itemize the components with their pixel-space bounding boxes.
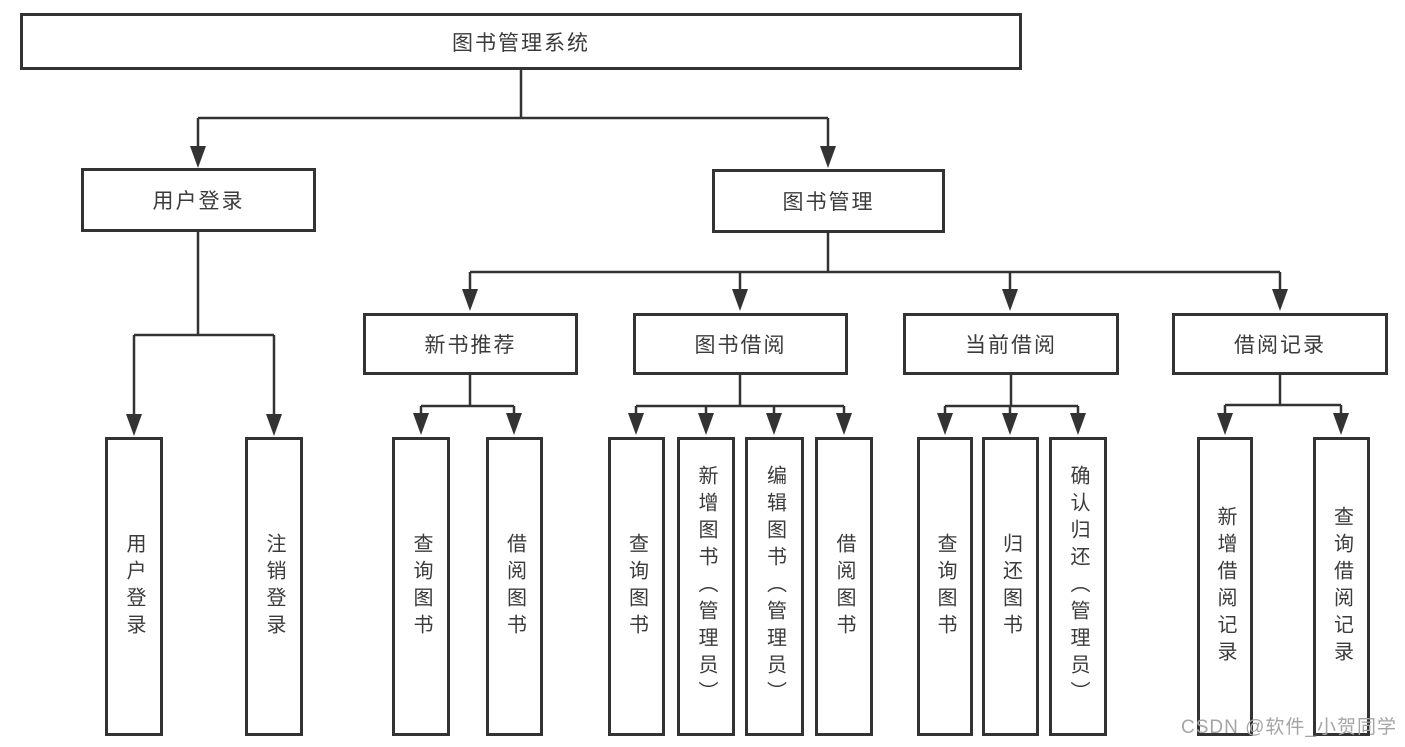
leaf-query-books: 查询图书 xyxy=(392,437,450,736)
leaf-label: 新增图书（管理员） xyxy=(695,465,717,708)
leaf-label: 注销登录 xyxy=(263,532,285,641)
node-label: 图书借阅 xyxy=(694,334,787,357)
leaf-label: 新增借阅记录 xyxy=(1214,505,1236,668)
connector-newbook-to-leaves xyxy=(413,375,522,435)
leaf-label: 查询图书 xyxy=(410,532,432,641)
leaf-return-books: 归还图书 xyxy=(982,437,1039,736)
leaf-borrow-books: 借阅图书 xyxy=(486,437,543,736)
leaf-label: 借阅图书 xyxy=(833,532,855,641)
leaf-label: 借阅图书 xyxy=(503,532,526,641)
leaf-add-borrow-record: 新增借阅记录 xyxy=(1197,437,1253,736)
node-label: 当前借阅 xyxy=(965,334,1057,357)
connector-current-to-leaves xyxy=(937,375,1086,435)
node-label: 借阅记录 xyxy=(1234,334,1326,357)
leaf-user-login: 用户登录 xyxy=(105,437,163,736)
connector-borrow-to-leaves xyxy=(628,375,852,435)
node-label: 用户登录 xyxy=(152,190,245,213)
leaf-confirm-return-admin: 确认归还（管理员） xyxy=(1049,437,1107,736)
connector-records-to-leaves xyxy=(1217,375,1349,435)
node-book-borrow: 图书借阅 xyxy=(633,313,848,375)
connector-book-mgmt-to-level2 xyxy=(462,233,1288,311)
connector-root-to-level1 xyxy=(190,70,836,168)
leaf-label: 查询借阅记录 xyxy=(1330,505,1353,668)
leaf-query-books: 查询图书 xyxy=(917,437,973,736)
node-new-book-recommend: 新书推荐 xyxy=(363,313,578,375)
leaf-label: 用户登录 xyxy=(123,532,145,641)
leaf-label: 查询图书 xyxy=(934,532,956,641)
leaf-label: 编辑图书（管理员） xyxy=(763,465,786,708)
node-borrow-records: 借阅记录 xyxy=(1172,313,1388,375)
node-label: 图书管理 xyxy=(782,191,875,214)
node-library-system: 图书管理系统 xyxy=(20,13,1022,70)
leaf-edit-books-admin: 编辑图书（管理员） xyxy=(745,437,804,736)
node-user-login: 用户登录 xyxy=(81,168,316,232)
node-book-management: 图书管理 xyxy=(712,169,945,233)
leaf-logout: 注销登录 xyxy=(245,437,303,736)
leaf-label: 确认归还（管理员） xyxy=(1067,465,1089,708)
leaf-label: 查询图书 xyxy=(625,532,648,641)
leaf-label: 归还图书 xyxy=(999,532,1022,641)
node-label: 图书管理系统 xyxy=(452,31,590,55)
connector-user-login-to-leaves xyxy=(126,232,282,436)
node-current-borrow: 当前借阅 xyxy=(903,313,1119,375)
csdn-watermark: CSDN @软件_小贺同学 xyxy=(1181,717,1397,738)
leaf-query-borrow-record: 查询借阅记录 xyxy=(1313,437,1370,736)
leaf-borrow-books: 借阅图书 xyxy=(815,437,873,736)
node-label: 新书推荐 xyxy=(424,334,517,357)
leaf-query-books: 查询图书 xyxy=(608,437,665,736)
leaf-add-books-admin: 新增图书（管理员） xyxy=(677,437,735,736)
